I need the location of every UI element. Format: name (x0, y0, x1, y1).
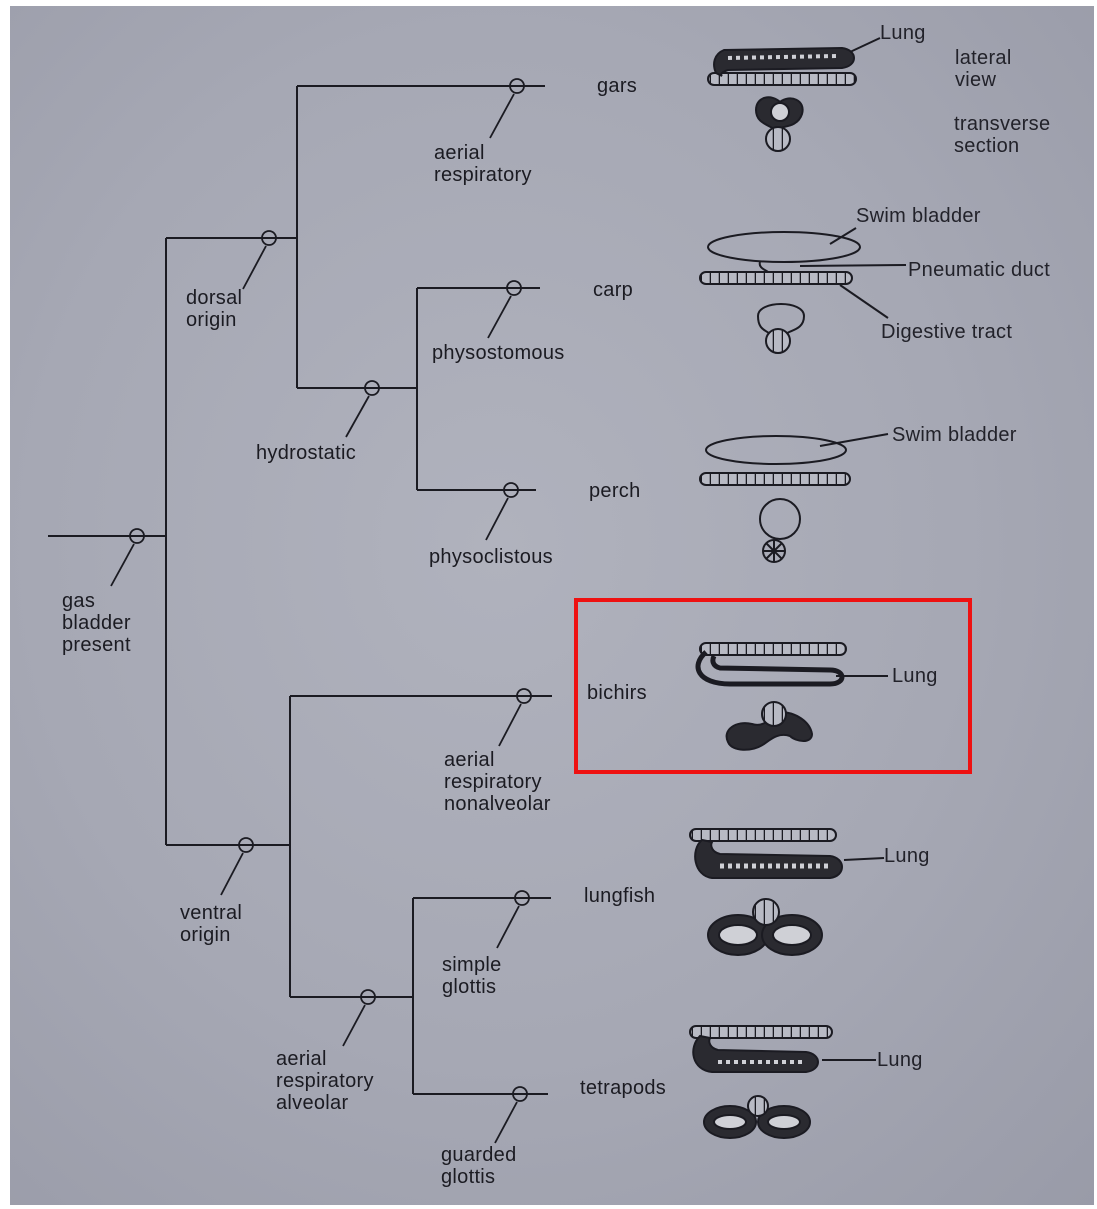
gars-lung-drawing (707, 37, 881, 152)
label-guarded-glottis: guarded glottis (441, 1144, 517, 1188)
carp-bladder-drawing (699, 227, 907, 354)
taxon-lungfish: lungfish (584, 885, 656, 907)
label-ventral-origin: ventral origin (180, 902, 243, 946)
taxon-gars: gars (597, 75, 638, 97)
taxon-bichirs: bichirs (587, 682, 647, 704)
diagram-background (10, 6, 1094, 1205)
tree-lines (48, 85, 552, 1095)
character-markers (110, 78, 532, 1144)
marker-aerial (489, 78, 525, 139)
label-physoclistous: physoclistous (429, 546, 553, 568)
taxon-perch: perch (589, 480, 641, 502)
marker-nonalveolar (498, 688, 532, 747)
annotation-gars-lung: Lung (880, 22, 926, 44)
annotation-transverse-section: transverse section (954, 113, 1051, 157)
label-hydrostatic: hydrostatic (256, 442, 357, 464)
annotation-tetrapods-lung: Lung (877, 1049, 923, 1071)
taxon-tetrapods: tetrapods (580, 1077, 667, 1099)
annotation-lungfish-lung: Lung (884, 845, 930, 867)
marker-guarded-glottis (494, 1086, 528, 1144)
annotation-perch-swim-bladder: Swim bladder (892, 424, 1017, 446)
tetrapods-lung-drawing (689, 1025, 876, 1139)
label-aerial-alveolar: aerial respiratory alveolar (276, 1048, 374, 1114)
annotation-bichirs-lung: Lung (892, 665, 938, 687)
marker-hydrostatic (345, 380, 380, 438)
annotation-lateral-view: lateral view (955, 47, 1012, 91)
marker-dorsal (242, 230, 277, 290)
label-aerial-nonalveolar: aerial respiratory nonalveolar (444, 749, 551, 815)
perch-bladder-drawing (699, 433, 889, 563)
label-dorsal-origin: dorsal origin (186, 287, 243, 331)
taxon-carp: carp (593, 279, 634, 301)
label-aerial-respiratory: aerial respiratory (434, 142, 532, 186)
annotation-carp-swim-bladder: Swim bladder (856, 205, 981, 227)
annotation-digestive-tract: Digestive tract (881, 321, 1013, 343)
marker-simple-glottis (496, 890, 530, 949)
lungfish-lung-drawing (689, 828, 885, 956)
marker-gas-bladder (110, 528, 145, 587)
marker-alveolar (342, 989, 376, 1047)
label-gas-bladder-present: gas bladder present (62, 590, 131, 656)
label-simple-glottis: simple glottis (442, 954, 502, 998)
marker-physoclistous (485, 482, 519, 541)
label-physostomous: physostomous (432, 342, 565, 364)
bichirs-lung-drawing (695, 642, 888, 751)
marker-ventral (220, 837, 254, 896)
highlight-box-bichirs (574, 598, 972, 774)
annotation-pneumatic-duct: Pneumatic duct (908, 259, 1051, 281)
marker-physostomous (487, 280, 522, 339)
